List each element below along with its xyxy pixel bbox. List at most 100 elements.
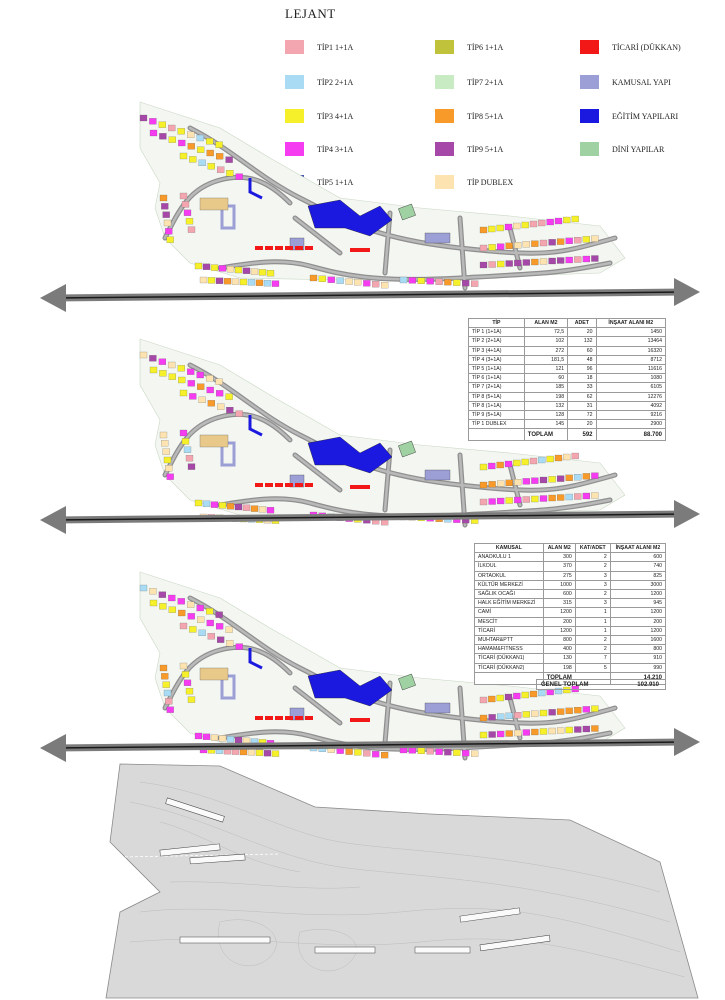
housing-block <box>149 588 157 595</box>
housing-block <box>488 498 496 505</box>
housing-block <box>417 277 425 284</box>
housing-cell: 198 <box>523 391 569 402</box>
housing-block <box>189 626 197 633</box>
housing-block <box>435 748 443 755</box>
housing-block <box>216 390 224 397</box>
legend-item: TİCARİ (DÜKKAN) <box>580 40 681 54</box>
housing-block <box>513 222 521 230</box>
plan-group <box>40 571 700 762</box>
housing-block <box>226 169 234 177</box>
housing-block <box>226 736 235 743</box>
housing-block <box>563 453 571 461</box>
housing-block <box>217 636 225 643</box>
housing-block <box>215 141 223 148</box>
public-cell: 1200 <box>542 625 576 637</box>
housing-cell: 18 <box>567 373 597 384</box>
housing-cell: 132 <box>567 336 597 347</box>
public-total-label: TOPLAM <box>542 671 611 685</box>
housing-block <box>216 153 224 160</box>
legend-label: DİNİ YAPILAR <box>612 144 665 154</box>
housing-header-cell: TİP <box>468 317 525 329</box>
housing-cell: 2900 <box>595 419 667 430</box>
housing-block <box>522 478 530 485</box>
housing-cell: 48 <box>567 354 597 366</box>
public-cell: 3 <box>574 598 611 609</box>
housing-block <box>159 370 167 377</box>
housing-block <box>514 729 522 737</box>
public-blank-cell <box>474 671 544 685</box>
public-cell: 1 <box>574 616 611 627</box>
commercial-unit <box>275 246 283 250</box>
building-silhouettes <box>159 797 551 954</box>
plan-group <box>40 101 700 312</box>
housing-cell: 33 <box>567 382 597 393</box>
housing-block <box>488 244 496 251</box>
housing-block <box>197 616 205 623</box>
housing-block <box>505 497 513 504</box>
road-centre <box>293 216 342 255</box>
housing-block <box>266 507 275 514</box>
housing-block <box>497 713 505 720</box>
housing-cell: 8712 <box>595 354 667 366</box>
housing-block <box>582 255 591 263</box>
housing-block <box>139 584 148 592</box>
housing-block <box>206 386 214 394</box>
housing-block <box>556 257 565 264</box>
housing-block <box>563 686 571 694</box>
housing-block <box>179 429 188 437</box>
housing-block <box>497 497 505 505</box>
housing-block <box>223 278 232 285</box>
housing-block <box>181 201 190 208</box>
housing-block <box>215 277 224 284</box>
legend-label: TİP2 2+1A <box>317 77 354 87</box>
education-building <box>307 669 393 707</box>
legend-item: DİNİ YAPILAR <box>580 142 664 156</box>
housing-block <box>591 472 599 479</box>
housing-block <box>178 139 186 147</box>
housing-block <box>582 473 591 480</box>
public-cell: 600 <box>542 589 576 600</box>
housing-cell: TİP 3 (4+1A) <box>468 345 525 356</box>
housing-block <box>538 456 546 464</box>
housing-block <box>513 459 521 467</box>
housing-block <box>453 279 461 286</box>
housing-cell: 20 <box>567 419 597 430</box>
public-header-cell: KAMUSAL <box>474 542 544 554</box>
housing-block <box>187 463 196 470</box>
housing-block <box>354 279 362 286</box>
housing-block <box>479 714 488 722</box>
housing-block <box>548 709 556 716</box>
housing-cell: TİP 8 (5+1A) <box>468 391 525 402</box>
housing-block <box>345 748 353 755</box>
legend-item: TİP6 1+1A <box>435 40 503 54</box>
housing-cell: 132 <box>523 400 569 412</box>
housing-cell: TİP 1 DUBLEX <box>468 419 525 430</box>
commercial-unit <box>295 483 303 487</box>
public-cell: MUHTAR&PTT <box>474 635 544 646</box>
housing-block <box>206 619 214 627</box>
housing-block <box>239 748 248 756</box>
housing-block <box>531 728 539 736</box>
grand-total-area: 102.910 <box>637 681 659 688</box>
housing-block <box>166 236 174 243</box>
public-cell: MESCİT <box>474 616 544 627</box>
legend-label: EĞİTİM YAPILARI <box>612 111 679 121</box>
commercial-unit <box>275 716 283 720</box>
axis-arrow-line <box>53 291 687 299</box>
public-cell: 200 <box>609 616 667 627</box>
site-plan-2 <box>40 338 700 534</box>
housing-block <box>196 134 204 142</box>
public-cell: CAMİ <box>474 607 544 618</box>
housing-block <box>444 749 452 756</box>
legend-swatch <box>435 40 454 54</box>
housing-block <box>215 611 223 618</box>
housing-block <box>497 260 505 268</box>
public-cell: 5 <box>574 662 611 673</box>
housing-block <box>479 481 488 489</box>
site-plan-3 <box>40 571 700 762</box>
housing-block <box>488 714 496 721</box>
housing-block <box>225 156 233 163</box>
